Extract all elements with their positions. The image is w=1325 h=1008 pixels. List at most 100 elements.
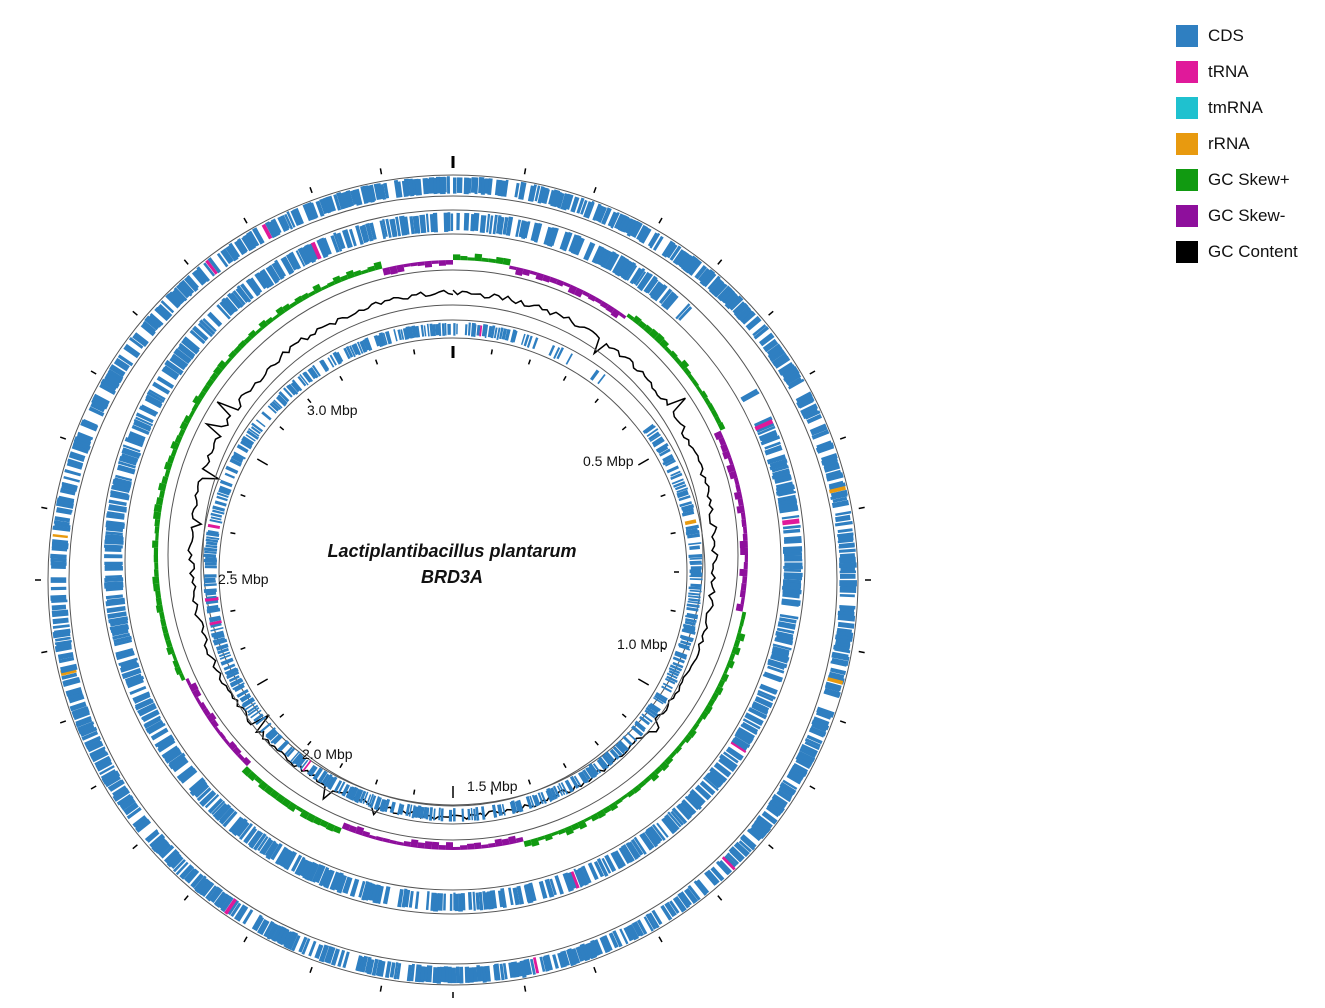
outer-tick — [90, 370, 97, 375]
ring-outline-skew — [167, 269, 739, 841]
inner-tick — [339, 763, 344, 769]
outer-tick — [717, 895, 723, 901]
inner-tick — [527, 359, 532, 365]
scale-ticks — [35, 156, 871, 998]
inner-tick — [307, 740, 312, 746]
scale-label-2-5mbp: 2.5 Mbp — [218, 571, 269, 587]
outer-tick — [858, 650, 865, 654]
inner-tick — [637, 678, 650, 686]
outer-tick — [379, 985, 383, 992]
inner-tick — [279, 713, 285, 718]
inner-tick — [670, 609, 676, 612]
gc-skew-track — [152, 253, 748, 850]
outer-tick — [593, 966, 597, 974]
inner-tick — [660, 493, 666, 498]
inner-tick — [527, 779, 532, 785]
outer-tick — [523, 985, 527, 992]
outer-tick — [309, 186, 313, 194]
inner-tick — [594, 740, 599, 746]
inner-tick — [490, 349, 493, 355]
gc-content-track — [187, 289, 719, 821]
inner-tick — [307, 398, 312, 404]
inner-tick — [256, 678, 269, 686]
ring-outline-gc — [202, 304, 704, 806]
legend-label: tRNA — [1208, 62, 1249, 81]
outer-tick — [858, 506, 865, 510]
outer-tick — [41, 506, 48, 510]
legend-swatch-rrna — [1176, 133, 1198, 155]
outer-tick — [59, 436, 67, 440]
legend-swatch-gc-skew-minus — [1176, 205, 1198, 227]
inner-tick — [240, 493, 246, 498]
inner-tick — [562, 375, 567, 381]
scale-label-3-0mbp: 3.0 Mbp — [307, 402, 358, 418]
inner-tick — [594, 398, 599, 404]
ring-outline-middle — [100, 209, 806, 915]
inner-tick — [279, 426, 285, 431]
outer-tick — [839, 720, 847, 724]
legend-label: GC Skew+ — [1208, 170, 1290, 189]
inner-tick — [490, 789, 493, 795]
legend-item-tmrna: tmRNA — [1176, 90, 1298, 126]
cds-track-middle — [103, 212, 803, 912]
outer-tick — [379, 168, 383, 175]
legend-label: GC Content — [1208, 242, 1298, 261]
outer-tick — [309, 966, 313, 974]
outer-tick — [183, 895, 189, 901]
outer-tick — [90, 785, 97, 790]
inner-tick — [374, 359, 379, 365]
outer-tick — [523, 168, 527, 175]
outer-tick — [768, 844, 774, 850]
inner-tick — [374, 779, 379, 785]
outer-tick — [243, 217, 248, 224]
outer-tick — [809, 785, 816, 790]
inner-tick — [621, 426, 627, 431]
ring-outline-outer — [47, 174, 859, 986]
inner-tick — [339, 375, 344, 381]
inner-tick — [637, 458, 650, 466]
outer-tick — [809, 370, 816, 375]
inner-tick — [562, 763, 567, 769]
inner-tick — [670, 532, 676, 535]
inner-tick — [660, 646, 666, 651]
outer-tick — [717, 259, 723, 265]
legend-label: rRNA — [1208, 134, 1250, 153]
genome-rings — [47, 174, 859, 986]
outer-tick — [768, 310, 774, 316]
legend-item-gc-skew-minus: GC Skew- — [1176, 198, 1298, 234]
cds-track-inner — [203, 322, 703, 822]
inner-tick — [240, 646, 246, 651]
outer-tick — [132, 844, 138, 850]
legend-item-gc-content: GC Content — [1176, 234, 1298, 270]
organism-name: Lactiplantibacillus plantarum — [327, 541, 576, 561]
scale-label-1-0mbp: 1.0 Mbp — [617, 636, 668, 652]
inner-tick — [621, 713, 627, 718]
legend-item-rrna: rRNA — [1176, 126, 1298, 162]
legend-item-trna: tRNA — [1176, 54, 1298, 90]
outer-tick — [41, 650, 48, 654]
legend: CDS tRNA tmRNA rRNA GC Skew+ GC Skew- GC… — [1176, 18, 1298, 270]
outer-tick — [658, 936, 663, 943]
ring-outline-inner-inner — [218, 337, 688, 807]
outer-tick — [839, 436, 847, 440]
inner-tick — [413, 789, 416, 795]
ring-outline-middle-inner — [124, 233, 782, 891]
strain-name: BRD3A — [421, 567, 483, 587]
legend-item-gc-skew-plus: GC Skew+ — [1176, 162, 1298, 198]
legend-swatch-tmrna — [1176, 97, 1198, 119]
outer-tick — [132, 310, 138, 316]
scale-label-2-0mbp: 2.0 Mbp — [302, 746, 353, 762]
inner-tick — [256, 458, 269, 466]
inner-tick — [230, 609, 236, 612]
outer-tick — [658, 217, 663, 224]
ring-outline-inner — [200, 319, 706, 825]
legend-swatch-gc-skew-plus — [1176, 169, 1198, 191]
inner-tick — [413, 349, 416, 355]
circular-genome-map: 0.5 Mbp 1.0 Mbp 1.5 Mbp 2.0 Mbp 2.5 Mbp … — [35, 156, 871, 998]
inner-tick — [230, 532, 236, 535]
legend-label: tmRNA — [1208, 98, 1263, 117]
legend-label: CDS — [1208, 26, 1244, 45]
ring-outline-outer-inner — [68, 195, 838, 965]
legend-swatch-trna — [1176, 61, 1198, 83]
scale-label-1-5mbp: 1.5 Mbp — [467, 778, 518, 794]
